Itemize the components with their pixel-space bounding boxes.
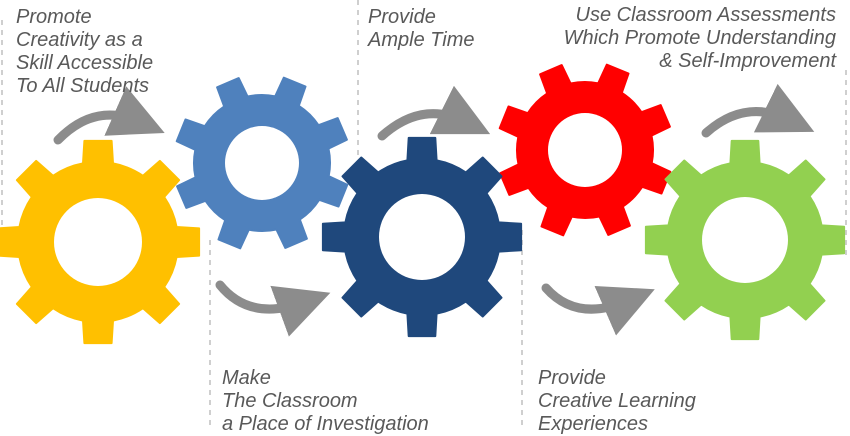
curved-arrow-1-icon <box>53 86 165 145</box>
gear-hole <box>379 194 465 280</box>
step-label-5: Use Classroom Assessments Which Promote … <box>563 4 836 72</box>
gear-hole <box>548 113 622 187</box>
step-label-3: Provide Ample Time <box>368 6 475 51</box>
gear-hole <box>702 197 788 283</box>
step-label-4: Provide Creative Learning Experiences <box>538 367 696 435</box>
curved-arrow-5-icon <box>701 83 815 138</box>
curved-arrow-4-icon <box>541 283 655 336</box>
curved-arrow-2-icon <box>215 280 331 337</box>
gear-hole <box>225 126 299 200</box>
step-label-1: Promote Creativity as a Skill Accessible… <box>16 6 154 97</box>
step-label-2: Make The Classroom a Place of Investigat… <box>222 367 429 435</box>
curved-arrow-3-icon <box>377 85 491 141</box>
gear-hole <box>54 198 142 286</box>
